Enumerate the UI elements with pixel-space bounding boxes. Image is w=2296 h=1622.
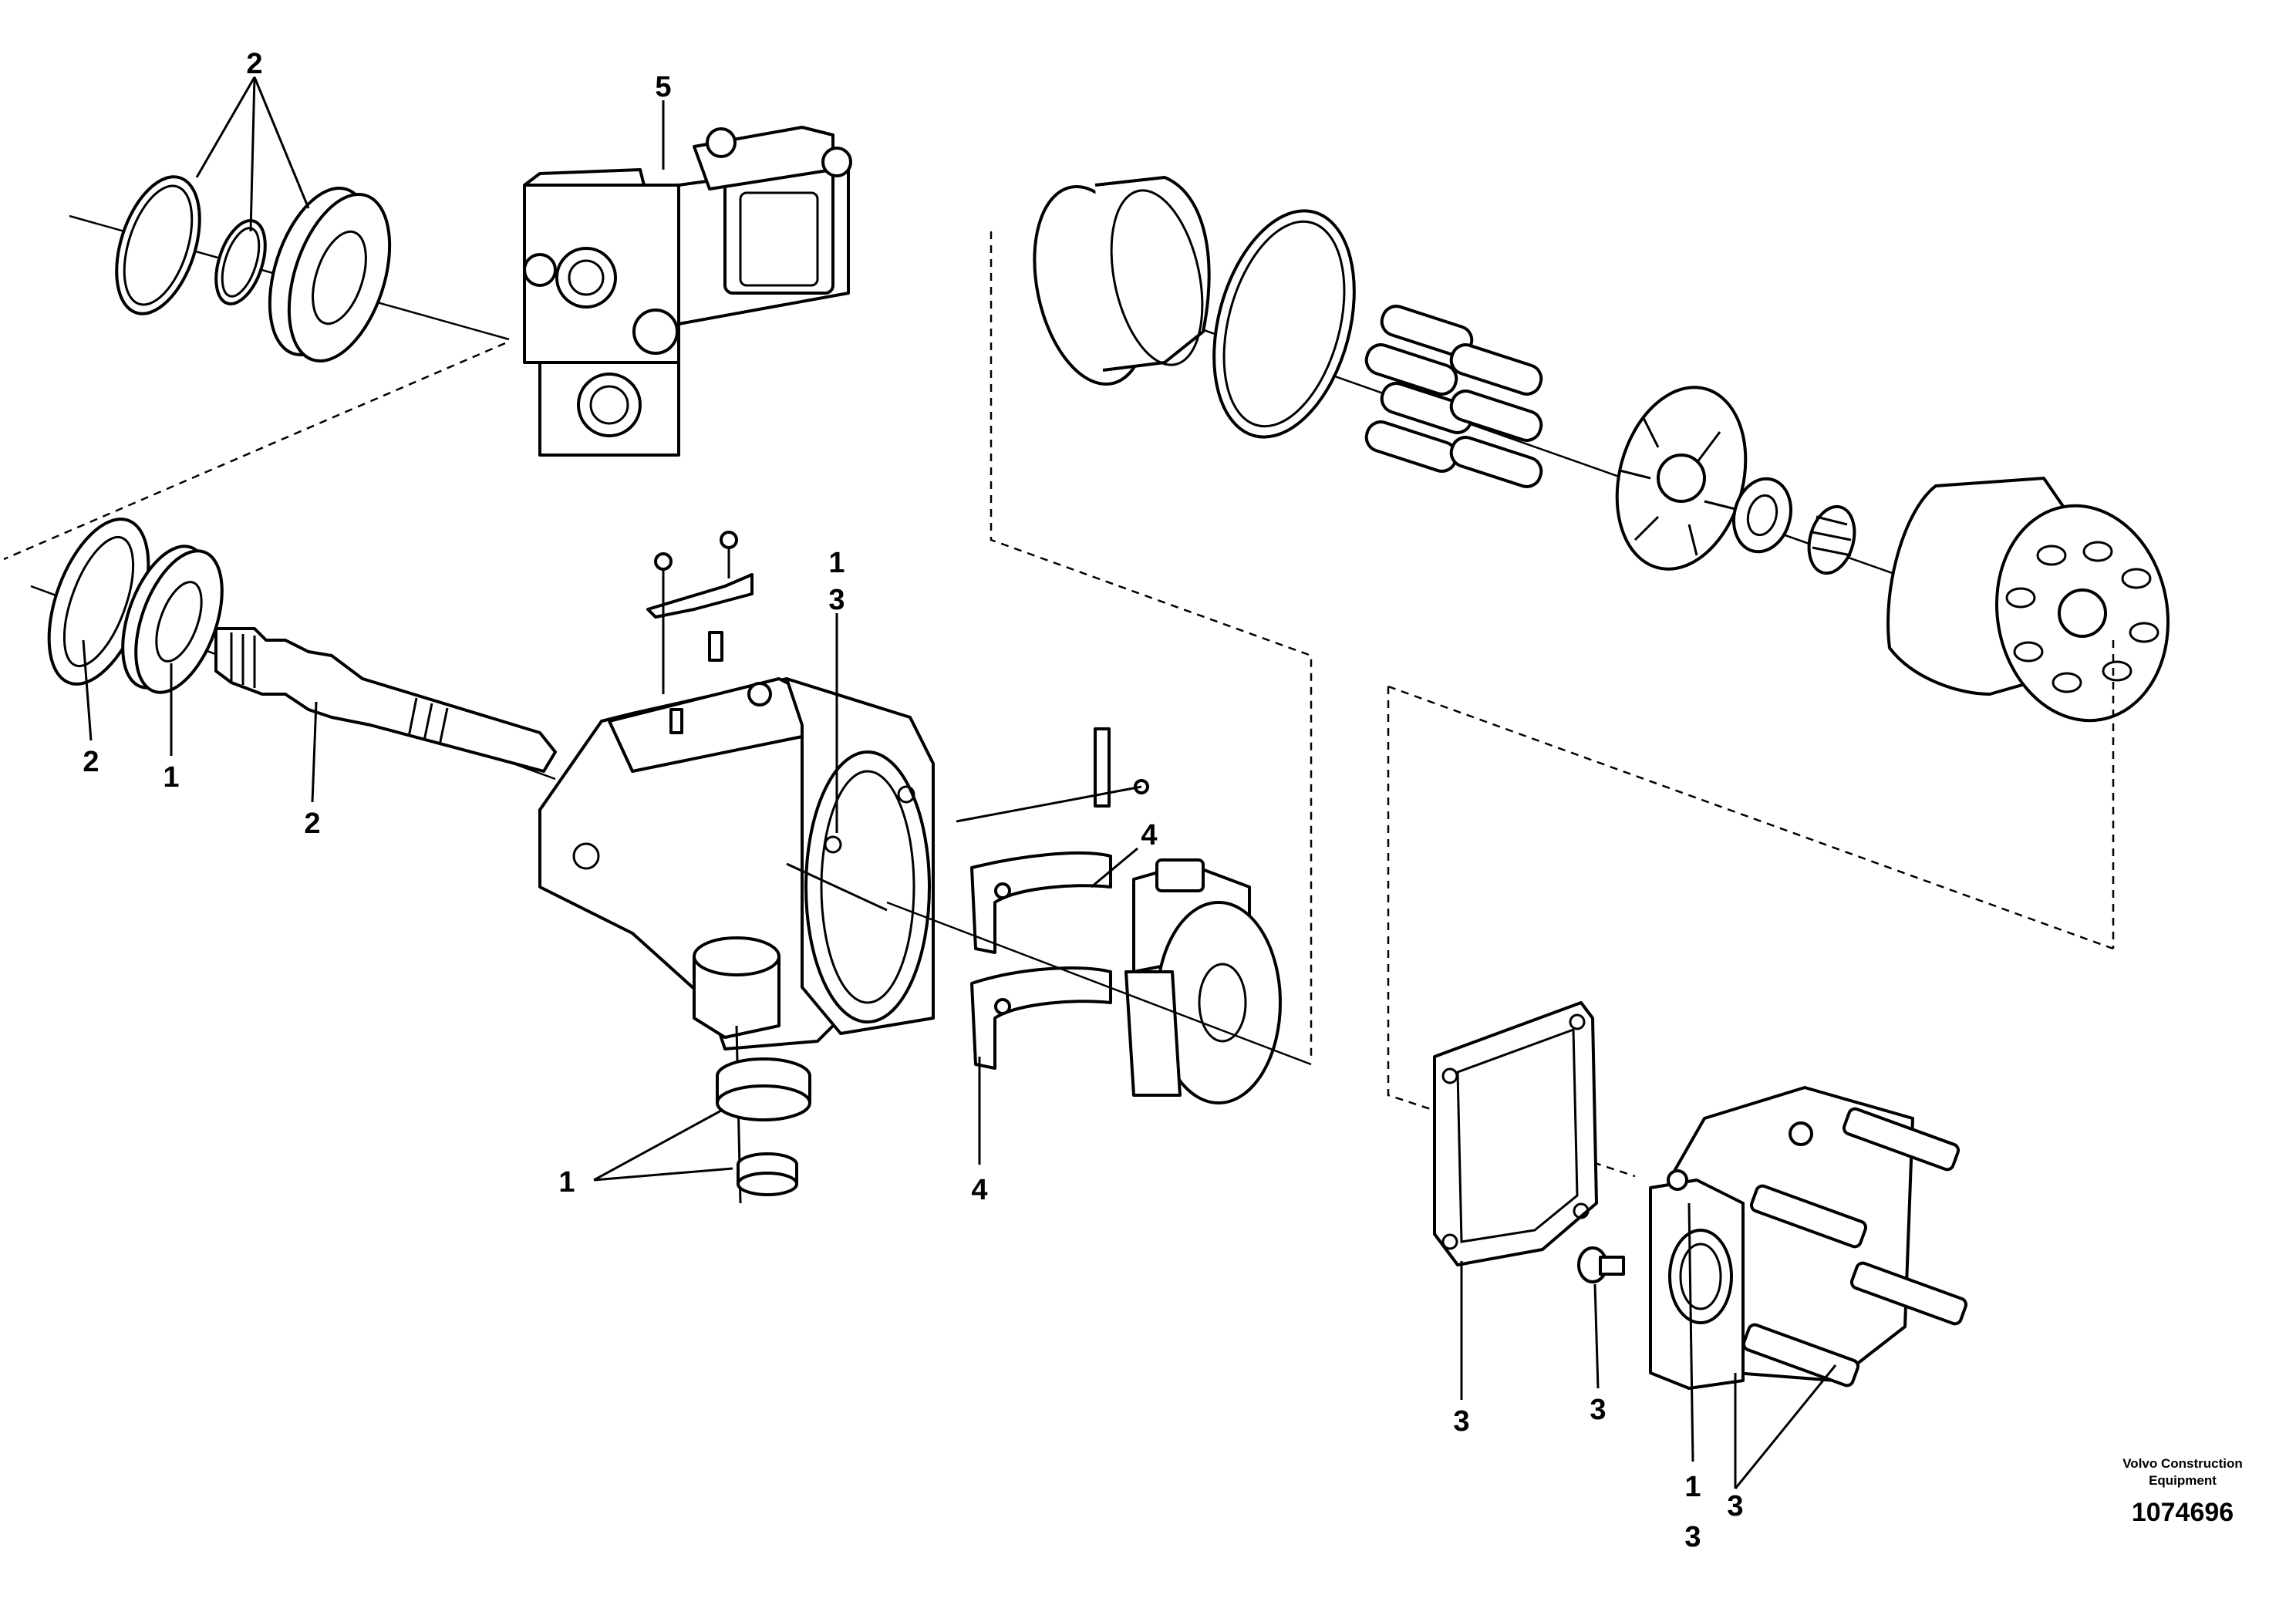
callout-2-top: 2 [246, 48, 262, 80]
gasket [1433, 1001, 1598, 1266]
plug-screw [1577, 1246, 1625, 1283]
callout-3-cover: 3 [1684, 1521, 1701, 1553]
callout-1-cover: 1 [1684, 1471, 1701, 1503]
callout-1-left: 1 [163, 761, 179, 794]
pistons [1364, 305, 1543, 488]
callout-4-lower: 4 [971, 1174, 987, 1206]
drive-shaft [214, 627, 557, 773]
o-ring-large [1212, 209, 1356, 439]
caption-line-1: Volvo Construction [2122, 1456, 2243, 1471]
retaining-ball [1732, 477, 1792, 554]
control-valve-block [523, 126, 852, 457]
caption: Volvo Construction Equipment 1074696 [2122, 1456, 2243, 1527]
ball-bearing [268, 186, 392, 363]
callout-2-left: 2 [83, 746, 99, 778]
circlip [115, 175, 201, 315]
callout-1-plugs: 1 [558, 1166, 575, 1199]
callout-3-plug: 3 [1590, 1394, 1606, 1426]
retainer-plate [1615, 386, 1748, 571]
cylinder-block [1886, 477, 2170, 723]
pump-housing [538, 677, 935, 1050]
end-cover-group [1433, 1001, 1968, 1390]
callout-4-upper: 4 [1141, 819, 1157, 851]
shaft-seal-bearing [121, 545, 224, 694]
callout-3-gasket: 3 [1453, 1405, 1469, 1438]
sealing-plugs [716, 1025, 811, 1204]
spring [1807, 504, 1856, 575]
retaining-plate [646, 531, 772, 734]
callout-1-housing: 1 [828, 547, 845, 579]
caption-line-2: Equipment [2149, 1473, 2217, 1488]
callout-3-bolts: 3 [1727, 1490, 1743, 1523]
bearing-shells [956, 727, 1149, 1070]
bolts [1741, 1107, 1968, 1388]
callout-5: 5 [655, 71, 671, 103]
callout-2-shaft: 2 [304, 808, 320, 840]
bearing-ring-large [1033, 176, 1211, 386]
callout-3-housing: 3 [828, 584, 845, 616]
bearing-group-top [69, 175, 510, 363]
swash-plate [886, 858, 1312, 1104]
leader-lines [82, 76, 1837, 1489]
callouts: 2 5 2 1 2 1 3 4 4 1 3 3 1 3 3 [83, 48, 1743, 1553]
rotating-group [1033, 176, 2170, 723]
end-cover [1649, 1086, 1914, 1390]
o-ring-small [214, 219, 267, 305]
illustration-code: 1074696 [2132, 1498, 2234, 1527]
shaft-group [30, 518, 557, 781]
